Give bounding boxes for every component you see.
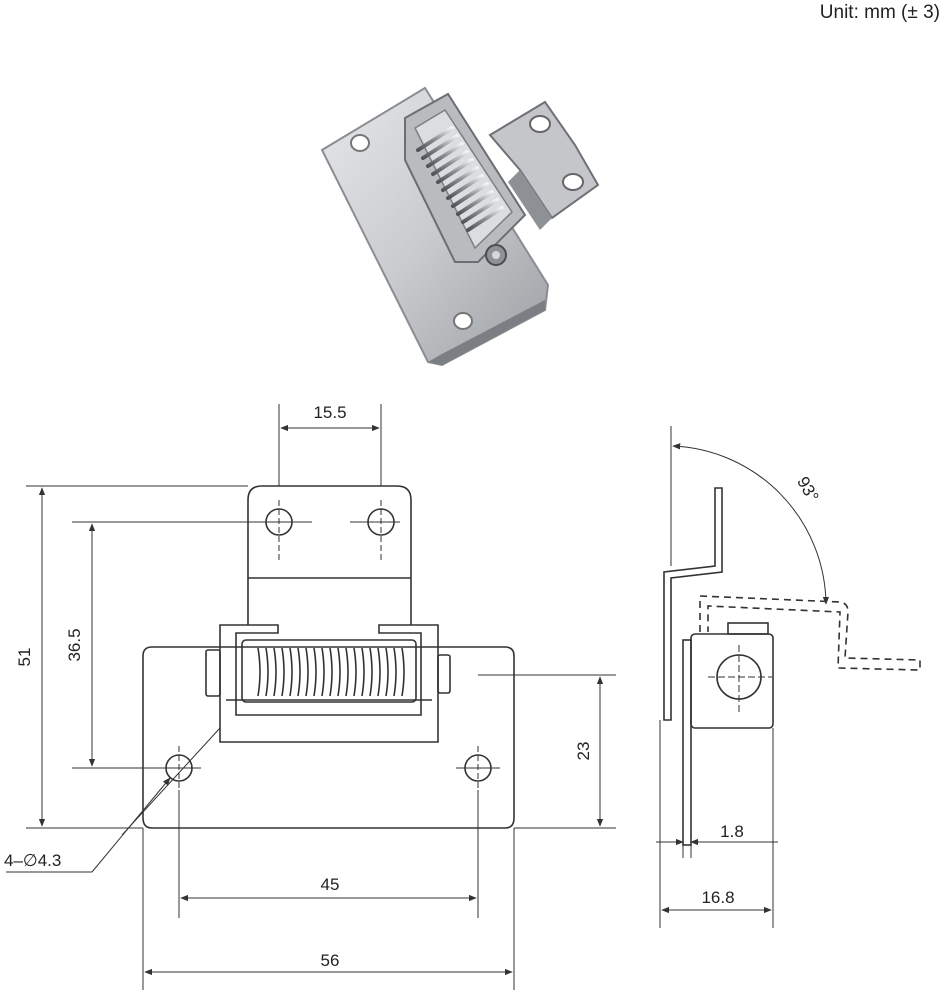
side-upper-leaf <box>663 487 723 721</box>
dim-1-8-label: 1.8 <box>720 822 744 841</box>
angle-93-label: 93° <box>793 473 822 505</box>
side-view <box>663 487 921 846</box>
base-plate-outline <box>142 646 515 829</box>
front-dimensions <box>6 404 616 990</box>
hinge-product-photo <box>320 86 600 367</box>
dim-51-label: 51 <box>15 648 34 667</box>
dim-36-5-label: 36.5 <box>65 628 84 661</box>
side-leaf-rotated-dashed <box>699 595 921 671</box>
axle-end-right <box>437 654 451 694</box>
hole-callout-label: 4–∅4.3 <box>4 851 61 870</box>
axle-end-left <box>205 649 221 697</box>
side-housing-top <box>727 622 769 635</box>
dim-16-8-label: 16.8 <box>701 888 734 907</box>
side-base-plate <box>682 639 692 846</box>
upper-leaf-outline <box>247 485 412 625</box>
unit-note: Unit: mm (± 3) <box>819 2 940 23</box>
front-view <box>142 485 515 829</box>
dim-15-5-label: 15.5 <box>313 403 346 422</box>
center-marks <box>157 500 500 790</box>
side-dimensions <box>656 426 830 928</box>
side-centerlines <box>708 645 772 712</box>
spring-coils <box>257 647 405 697</box>
dim-45-label: 45 <box>321 875 340 894</box>
dim-56-label: 56 <box>321 951 340 970</box>
dim-23-label: 23 <box>574 742 593 761</box>
spring-housing-outline <box>219 624 439 743</box>
